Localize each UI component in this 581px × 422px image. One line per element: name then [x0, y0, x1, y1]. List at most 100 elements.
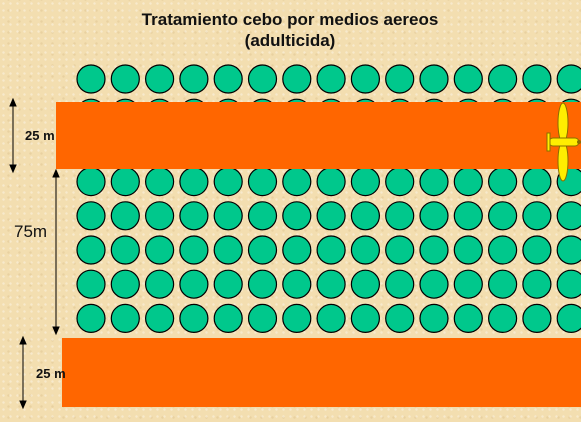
spacing-label: 75m	[14, 222, 48, 241]
tree-circle	[213, 269, 243, 299]
tree-circle	[488, 201, 518, 231]
tree-circle	[179, 235, 209, 265]
tree-circle	[110, 167, 140, 197]
title-line-2: (adulticida)	[244, 31, 336, 50]
tree-circle	[247, 269, 278, 299]
tree-circle	[213, 64, 243, 94]
tree-circle	[247, 235, 278, 265]
tree-circle	[76, 167, 106, 197]
tree-circle	[282, 167, 312, 197]
tree-circle	[179, 303, 209, 333]
tree-circle	[419, 64, 449, 94]
tree-circle	[145, 167, 175, 197]
tree-circle	[110, 269, 140, 299]
tree-circle	[453, 64, 483, 94]
tree-circle	[179, 64, 209, 94]
arrow-head-down	[52, 326, 60, 336]
tree-circle	[145, 64, 175, 94]
tree-circle	[522, 235, 552, 265]
arrow-head-up	[19, 335, 27, 345]
tree-circle	[145, 269, 175, 299]
tree-circle	[145, 303, 175, 333]
tree-circle	[316, 201, 346, 231]
tree-circle	[488, 269, 518, 299]
airplane-tail	[546, 132, 551, 152]
airplane-icon	[546, 102, 581, 182]
tree-circle	[282, 235, 312, 265]
tree-circle	[179, 167, 209, 197]
tree-circle	[385, 303, 415, 333]
arrow-head-down	[9, 164, 17, 174]
arrow-head-down	[19, 400, 27, 410]
tree-circle	[488, 167, 518, 197]
tree-circle	[488, 64, 518, 94]
tree-circle	[453, 235, 483, 265]
arrow-head-up	[9, 97, 17, 107]
tree-circle	[419, 235, 449, 265]
top-band-width-label: 25 m	[25, 128, 55, 143]
airplane-fuselage	[548, 137, 580, 147]
tree-circle	[316, 235, 346, 265]
tree-circle	[419, 167, 449, 197]
tree-circle	[453, 303, 483, 333]
tree-circle	[385, 201, 415, 231]
tree-circle	[316, 269, 346, 299]
tree-circle	[385, 269, 415, 299]
top-treatment-band	[56, 102, 581, 169]
tree-circle	[282, 269, 312, 299]
tree-circle	[488, 235, 518, 265]
tree-circle	[179, 269, 209, 299]
tree-circle	[282, 64, 312, 94]
tree-circle	[522, 64, 552, 94]
tree-circle	[247, 303, 278, 333]
tree-circle	[76, 235, 106, 265]
tree-circle	[556, 269, 581, 299]
tree-circle	[350, 235, 380, 265]
tree-circle	[247, 64, 278, 94]
tree-circle	[350, 64, 380, 94]
tree-circle	[350, 269, 380, 299]
tree-circle	[110, 235, 140, 265]
diagram-title: Tratamiento cebo por medios aereos (adul…	[90, 9, 490, 51]
airplane-wing-bottom	[557, 140, 569, 182]
tree-circle	[179, 201, 209, 231]
tree-circle	[522, 269, 552, 299]
tree-circle	[76, 201, 106, 231]
tree-circle	[145, 235, 175, 265]
tree-circle	[556, 201, 581, 231]
tree-circle	[76, 269, 106, 299]
tree-circle	[385, 235, 415, 265]
tree-circle	[316, 167, 346, 197]
tree-circle	[282, 201, 312, 231]
tree-circle	[419, 303, 449, 333]
tree-circle	[76, 303, 106, 333]
tree-circle	[453, 269, 483, 299]
tree-circle	[247, 201, 278, 231]
tree-circle	[350, 167, 380, 197]
tree-circle	[453, 167, 483, 197]
tree-circle	[522, 167, 552, 197]
tree-circle	[213, 303, 243, 333]
tree-circle	[522, 201, 552, 231]
tree-circle	[350, 201, 380, 231]
tree-circle	[110, 64, 140, 94]
tree-circle	[213, 201, 243, 231]
tree-circle	[213, 167, 243, 197]
tree-circle	[556, 235, 581, 265]
tree-circle	[522, 303, 552, 333]
dimension-arrows	[9, 97, 60, 410]
tree-circle	[419, 269, 449, 299]
tree-circle	[350, 303, 380, 333]
tree-circle	[419, 201, 449, 231]
bottom-treatment-band	[62, 338, 581, 407]
bottom-band-width-label: 25 m	[36, 366, 66, 381]
tree-circle	[110, 201, 140, 231]
tree-circle	[316, 64, 346, 94]
tree-circle	[488, 303, 518, 333]
tree-circle	[556, 303, 581, 333]
tree-circle	[453, 201, 483, 231]
tree-circle	[282, 303, 312, 333]
tree-circle	[556, 64, 581, 94]
tree-circle	[213, 235, 243, 265]
